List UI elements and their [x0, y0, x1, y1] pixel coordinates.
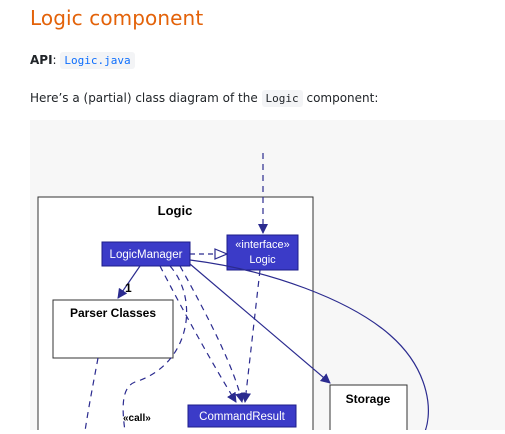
- parser-association-arrow: [117, 265, 141, 299]
- logic-manager-class: [101, 241, 191, 267]
- diagram-description: Here’s a (partial) class diagram of the …: [30, 90, 379, 107]
- commandresult-dependency-2: [179, 265, 245, 403]
- command-result-class: [187, 404, 297, 428]
- desc-prefix: Here’s a (partial) class diagram of the: [30, 91, 262, 105]
- multiplicity-label: 1: [125, 281, 132, 295]
- commandresult-dependency-1: [159, 265, 237, 403]
- storage-box: [329, 384, 408, 434]
- parser-classes-box: [52, 299, 174, 359]
- parser-classes-label: Parser Classes: [70, 306, 156, 320]
- desc-suffix: component:: [302, 91, 379, 105]
- class-diagram-svg: Logic LogicManager «interface» Logic 1 P…: [37, 153, 429, 434]
- api-line: API: Logic.java: [30, 52, 135, 69]
- interface-to-commandresult-arrow: [241, 269, 261, 403]
- class-diagram: Logic LogicManager «interface» Logic 1 P…: [30, 120, 505, 434]
- interface-name: Logic: [249, 254, 276, 266]
- api-label: API: [30, 53, 53, 67]
- command-result-label: CommandResult: [199, 411, 285, 423]
- storage-label: Storage: [346, 392, 391, 406]
- desc-code: Logic: [261, 90, 303, 107]
- api-separator: :: [52, 53, 61, 67]
- logic-manager-label: LogicManager: [110, 249, 183, 261]
- interface-stereotype: «interface»: [235, 239, 289, 251]
- call-label: «call»: [123, 413, 151, 424]
- model-association-line: [189, 259, 429, 434]
- api-link[interactable]: Logic.java: [60, 52, 135, 69]
- storage-association-arrow: [189, 263, 331, 384]
- logic-package-label: Logic: [158, 203, 193, 218]
- page-title: Logic component: [30, 6, 204, 30]
- call-dependency-line: [122, 265, 188, 434]
